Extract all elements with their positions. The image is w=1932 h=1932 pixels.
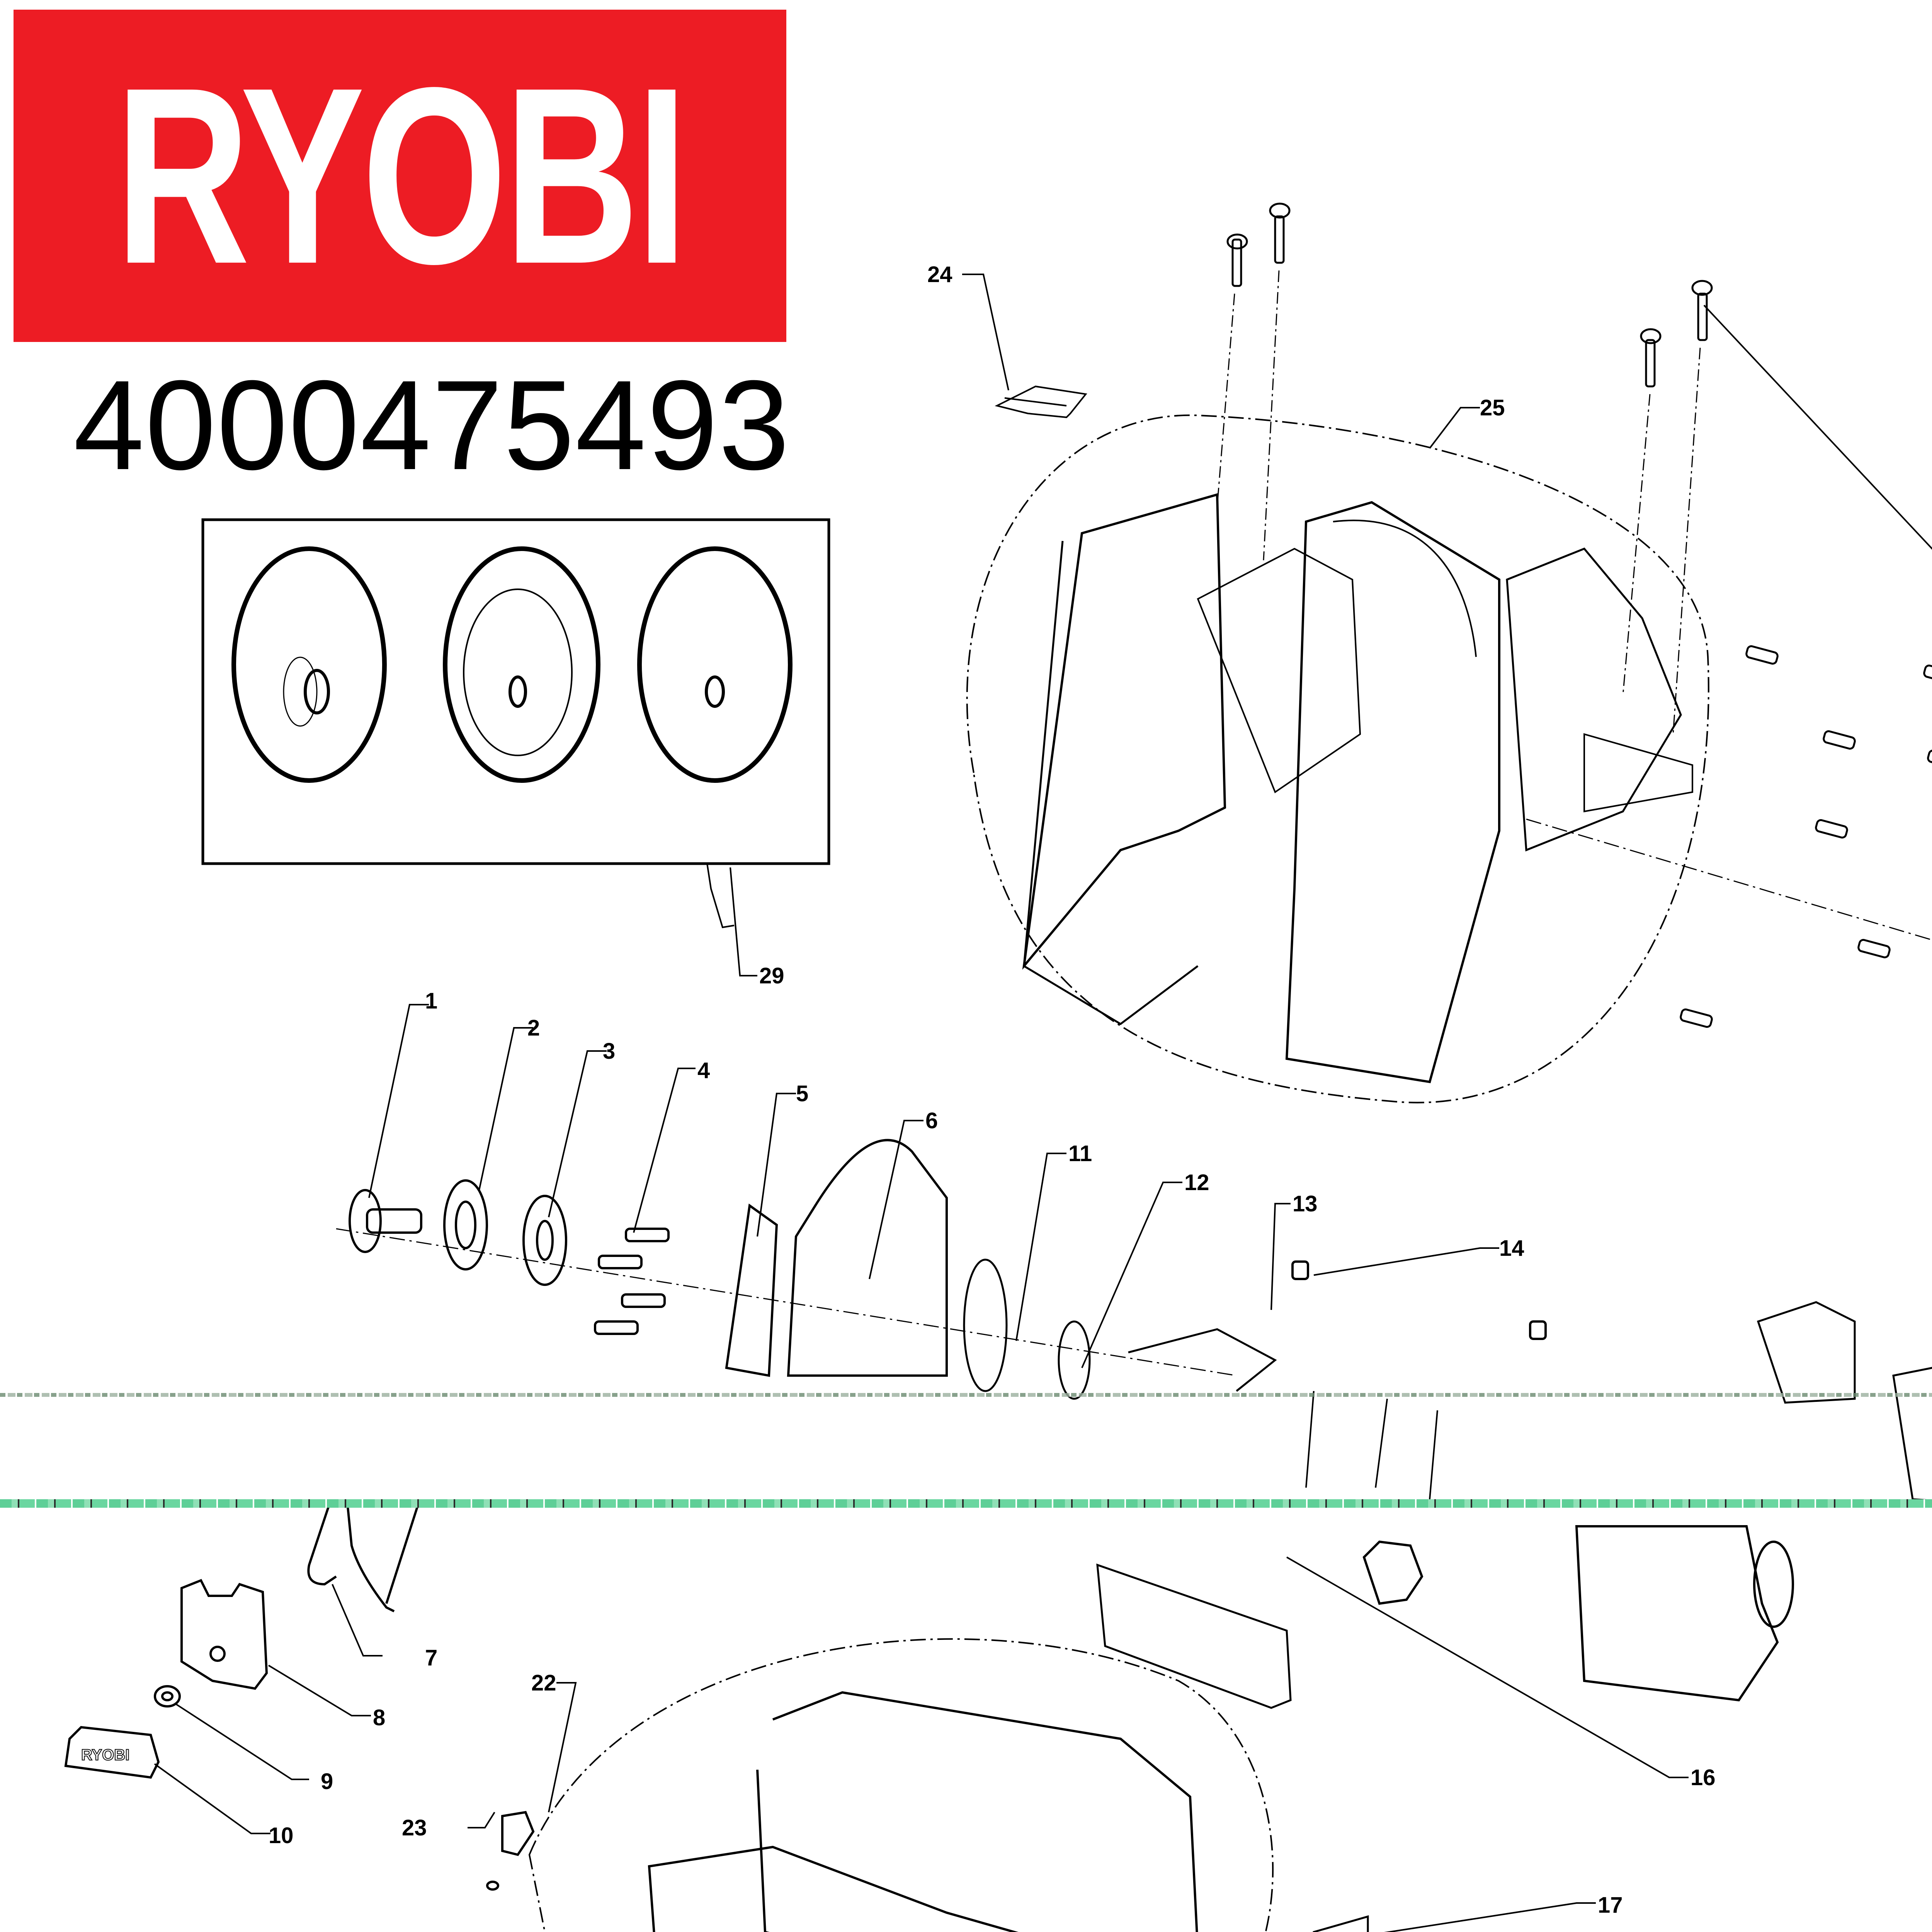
callout-2: 2 (527, 1015, 540, 1041)
callout-22: 22 (531, 1670, 556, 1696)
upper-housing-assembly (966, 414, 1709, 1104)
callout-23: 23 (402, 1815, 427, 1840)
callout-8: 8 (373, 1705, 385, 1730)
callout-14: 14 (1499, 1236, 1524, 1261)
callout-17: 17 (1598, 1893, 1623, 1918)
green-artifact-band (0, 1499, 1932, 1508)
callout-4: 4 (697, 1058, 710, 1083)
callout-3: 3 (603, 1039, 615, 1064)
callout-6: 6 (925, 1108, 938, 1133)
callout-1: 1 (425, 988, 437, 1014)
knob-logo-text: RYOBI (81, 1747, 129, 1764)
part-24-label (995, 385, 1087, 418)
lower-parts: RYOBI (64, 1507, 1794, 1932)
callout-29: 29 (759, 963, 784, 988)
screws-side (1680, 645, 1932, 1028)
callout-10: 10 (269, 1823, 294, 1848)
motor-region (1305, 1301, 1932, 1502)
logo-text: RYOBI (115, 35, 688, 316)
part-number: 4000475493 (73, 354, 791, 496)
callout-9: 9 (321, 1769, 333, 1794)
ryobi-logo: RYOBI (14, 10, 786, 342)
arbor-parts-row (336, 1139, 1547, 1400)
blade-set-box (201, 518, 830, 929)
callout-7: 7 (425, 1645, 437, 1670)
callout-16: 16 (1690, 1765, 1716, 1790)
callout-25: 25 (1480, 395, 1505, 420)
callout-labels: 1 2 3 4 5 6 7 8 9 10 11 12 13 14 15 16 1… (269, 262, 1716, 1918)
callout-12: 12 (1184, 1170, 1209, 1195)
callout-13: 13 (1293, 1191, 1318, 1216)
scan-artifact-line (0, 1393, 1932, 1397)
callout-11: 11 (1068, 1141, 1092, 1166)
callout-5: 5 (796, 1081, 808, 1106)
leader-lines (154, 274, 1932, 1932)
callout-24: 24 (927, 262, 952, 287)
screws-top (1216, 202, 1713, 735)
